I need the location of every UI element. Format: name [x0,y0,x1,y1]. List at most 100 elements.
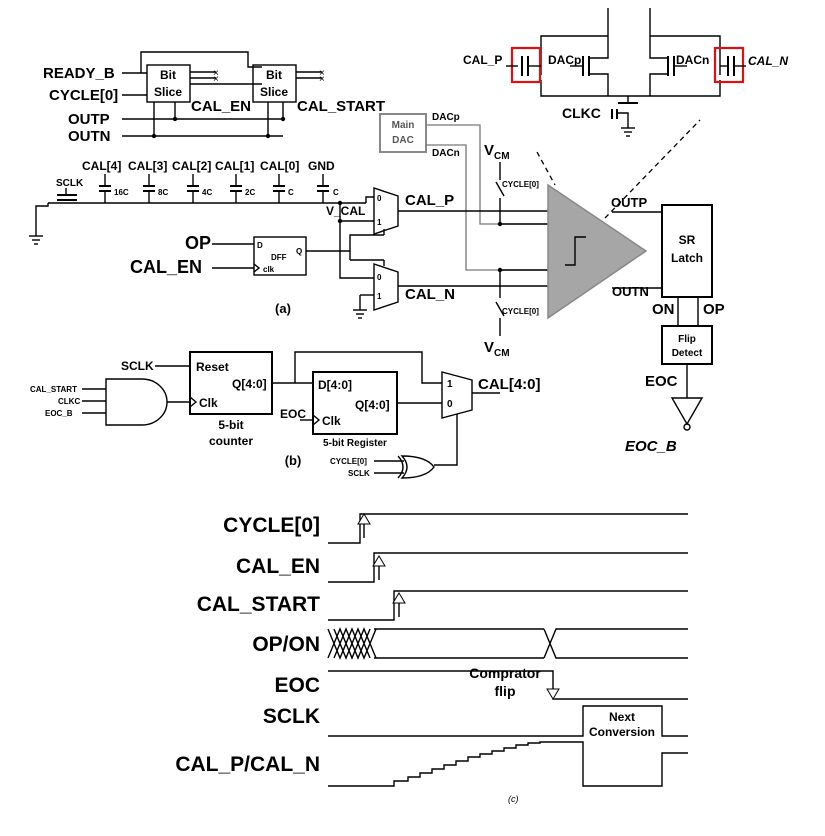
on-label: ON [652,301,675,318]
cap-gnd: GND C [308,159,339,203]
svg-text:×: × [213,74,219,85]
wave-cal-start [328,590,688,621]
counter-clk-pin: Clk [199,396,218,410]
bit-slice-2 [252,64,297,103]
bit-slice-2-text1: Bit [266,68,282,82]
main-dacp-label: DACp [432,112,460,123]
dff-clk-pin: clk [263,265,275,274]
cap-value-8c: 8C [158,188,168,197]
caption-b: (b) [285,453,302,468]
timing-diagram: CYCLE[0] CAL_EN CAL_START OP/ON EOC SCLK… [175,513,688,804]
wave-cycle0 [328,513,688,544]
mux-bottom-0: 0 [377,273,382,282]
vcm-switches: VCM CYCLE[0] VCM CYCLE[0] [484,142,539,359]
dff-q-pin: Q [296,247,302,256]
timing-label-cal-en: CAL_EN [236,555,320,578]
cal-en-input-label: CAL_EN [130,257,202,277]
timing-label-op-on: OP/ON [252,633,320,656]
timing-label-cal-p-n: CAL_P/CAL_N [175,753,320,776]
register-name: 5-bit Register [323,438,387,449]
cap-label-cal2: CAL[2] [172,159,211,173]
b-eoc-b-label: EOC_B [45,409,73,418]
inset-cal-p: CAL_P [463,53,502,67]
cap-cal1: CAL[1] 2C [215,159,255,203]
counter-text1: 5-bit [218,418,243,432]
register-q-pin: Q[4:0] [355,398,390,412]
xor-gate [400,455,435,479]
cap-label-cal1: CAL[1] [215,159,254,173]
cap-value-c-gnd: C [333,188,339,197]
cap-value-4c: 4C [202,188,212,197]
sr-latch-text1: SR [679,233,696,247]
cal-p-label: CAL_P [405,192,454,209]
next-conversion-text2: Conversion [589,725,655,739]
cap-label-cal3: CAL[3] [128,159,167,173]
cap-cal3: CAL[3] 8C [128,159,168,203]
outp-label: OUTP [68,111,110,128]
cal-n-label: CAL_N [405,286,455,303]
inset-dacp: DACp [548,53,581,67]
b-sclk-label: SCLK [121,359,154,373]
dff-name: DFF [271,253,287,262]
capacitor-array: SCLK CAL[4] 16C CAL[3] 8C CAL[2] 4C CAL[… [29,159,374,319]
bit-slice-section: READY_B CYCLE[0] OUTP OUTN × × × × Bit S… [43,51,385,145]
svg-text:×: × [213,68,219,79]
cap-cal2: CAL[2] 4C [172,159,212,203]
comparator-outn-label: OUTN [612,284,649,299]
mux-top-0: 0 [377,194,382,203]
cal-mux-top: 0 1 CAL_P [373,187,548,235]
wave-sclk [328,705,688,737]
b-mux-1: 1 [447,379,453,390]
op-input-label: OP [185,233,211,253]
register-eoc-label: EOC [280,407,306,421]
op-output-label: OP [703,301,725,318]
bit-slice-2-text2: Slice [260,85,288,99]
flip-detect: Flip Detect EOC EOC_B [625,325,713,455]
cap-cal4: CAL[4] 16C [82,159,129,203]
b-cal-start-label: CAL_START [30,385,77,394]
cal-start-output-label: CAL_START [297,98,385,115]
register-clk-pin: Clk [322,414,341,428]
wave-eoc [328,670,688,700]
dff-block: OP CAL_EN D Q DFF clk (a) [130,229,385,316]
comparator-inset: CAL_P CAL_N DACp DACn CLKC [463,8,788,137]
cap-value-c: C [288,188,294,197]
register-d-pin: D[4:0] [318,378,352,392]
cal-mux-bottom: 0 1 CAL_N [373,263,548,311]
cycle0-switch-top: CYCLE[0] [502,180,539,189]
counter-q-pin: Q[4:0] [232,377,267,391]
cycle0-label: CYCLE[0] [49,87,118,104]
vcm-bottom-label: VCM [484,339,510,359]
cap-value-16c: 16C [114,188,129,197]
ready-b-label: READY_B [43,65,115,82]
mux-bottom-1: 1 [377,292,382,301]
sclk-label: SCLK [56,178,84,189]
dff-d-pin: D [257,241,263,250]
flip-detect-text1: Flip [678,334,696,345]
caption-a: (a) [275,301,291,316]
fig-b: SCLK CAL_START CLKC EOC_B Reset Q[4:0] C… [30,351,541,479]
timing-label-cycle0: CYCLE[0] [223,514,320,537]
wave-op-on [327,627,688,660]
inset-cal-n-highlight [713,46,745,84]
v-cal-label: V_CAL [326,204,365,218]
flip-detect-text2: Detect [672,348,703,359]
vcm-top-label: VCM [484,142,510,162]
cap-label-cal4: CAL[4] [82,159,121,173]
inset-dacn: DACn [676,53,709,67]
timing-label-eoc: EOC [274,674,320,697]
main-dac-text1: Main [392,120,415,131]
wave-cal-p-n [328,741,688,787]
b-mux [441,371,473,419]
comparator-outp-label: OUTP [611,195,647,210]
inset-clkc: CLKC [562,105,601,121]
caption-c: (c) [508,794,519,804]
b-cal-out-label: CAL[4:0] [478,376,541,393]
bit-slice-1-text2: Slice [154,85,182,99]
b-sclk2-label: SCLK [348,469,370,478]
next-conversion-text1: Next [609,710,635,724]
cap-cal0: CAL[0] C [260,159,299,203]
comparator-flip-text2: flip [495,683,516,699]
wave-cal-en [328,552,688,583]
